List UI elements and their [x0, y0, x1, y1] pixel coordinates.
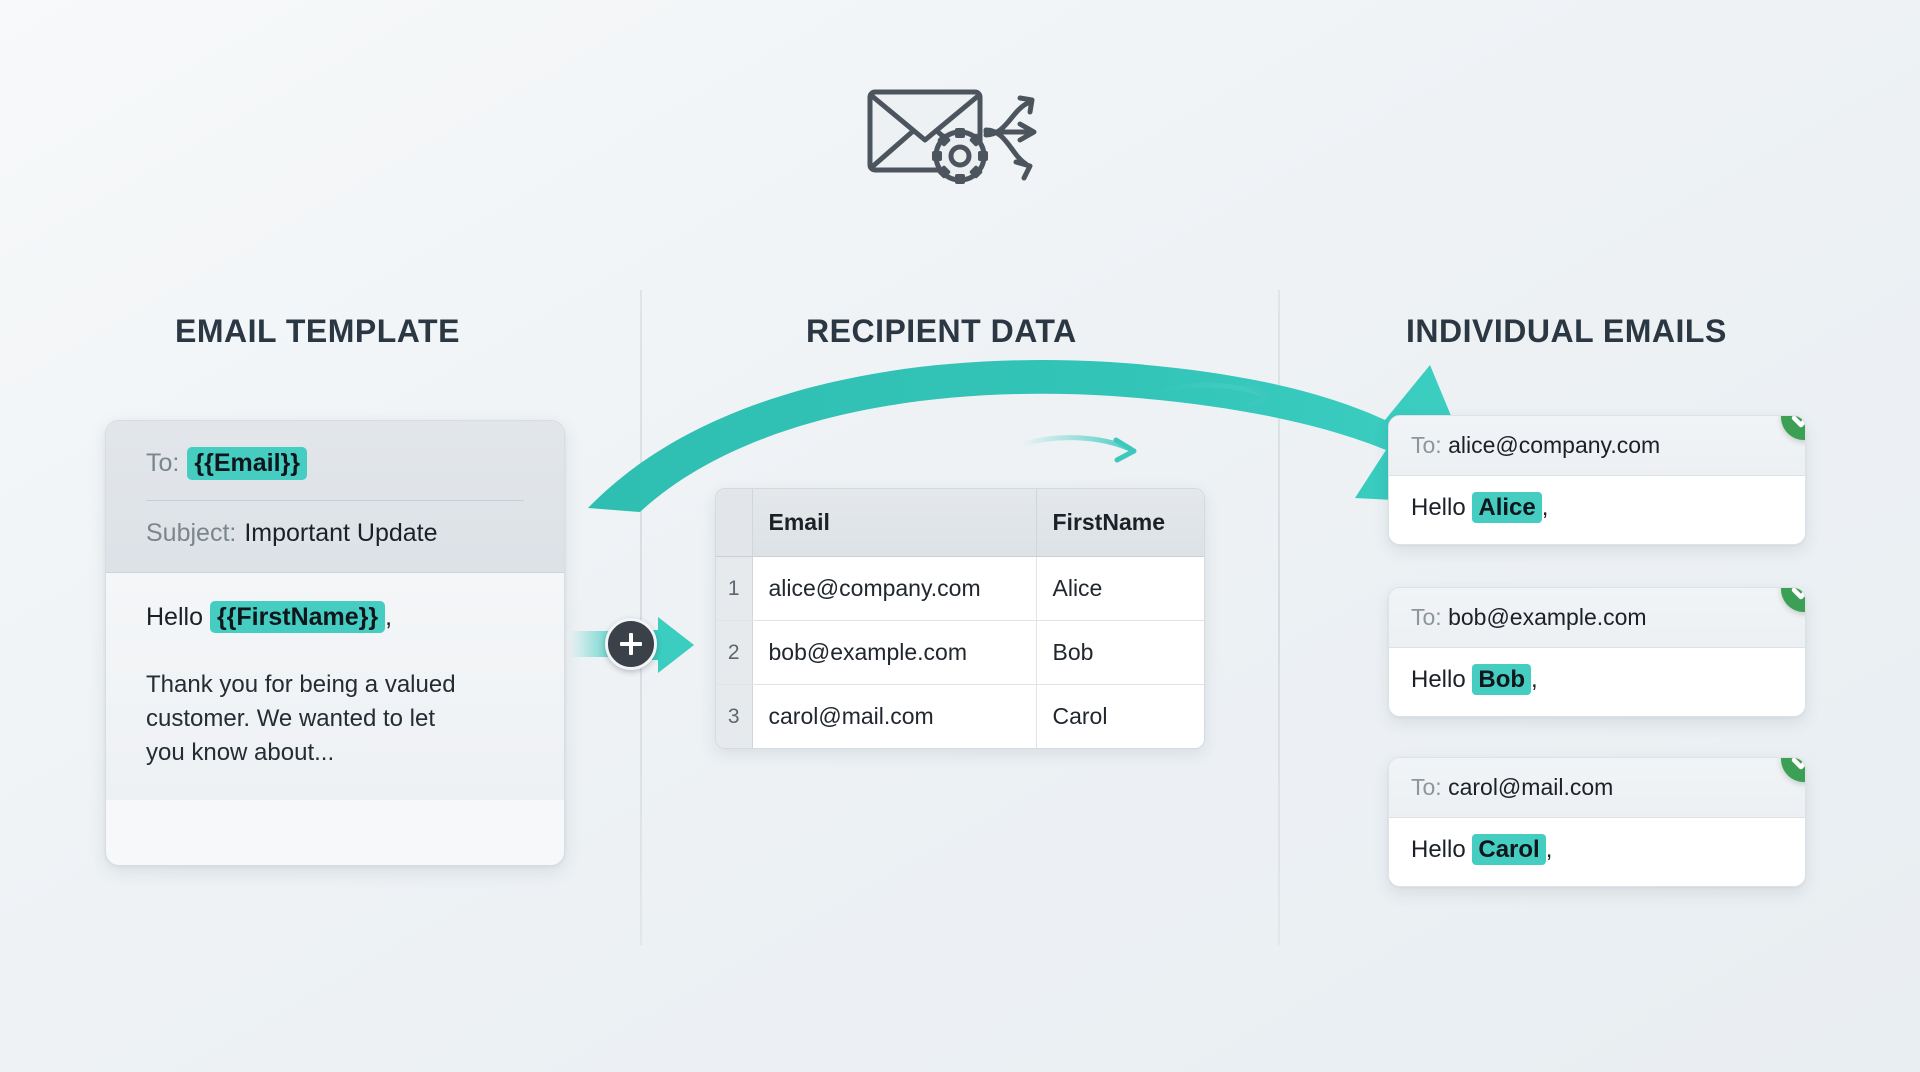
- template-subject-row: Subject: Important Update: [146, 519, 524, 548]
- sent-check-icon: [1781, 758, 1805, 782]
- heading-recipient-data: RECIPIENT DATA: [806, 313, 1077, 349]
- template-greeting: Hello {{FirstName}},: [146, 601, 524, 633]
- cell-firstname: Carol: [1036, 684, 1204, 748]
- email-greeting-suffix: ,: [1541, 494, 1549, 521]
- cell-email: carol@mail.com: [752, 684, 1037, 748]
- sent-check-icon: [1781, 588, 1805, 612]
- table-row[interactable]: 2 bob@example.com Bob: [716, 620, 1204, 685]
- plus-badge[interactable]: [605, 618, 657, 670]
- row-index: 3: [716, 684, 753, 748]
- email-template-header: To: {{Email}} Subject: Important Update: [106, 421, 564, 572]
- merge-connector: [570, 600, 710, 690]
- email-card-body: Hello Bob,: [1389, 648, 1805, 716]
- email-card-body: Hello Alice,: [1389, 476, 1805, 544]
- heading-email-template: EMAIL TEMPLATE: [175, 313, 460, 349]
- email-merged-name: Bob: [1472, 664, 1532, 695]
- email-to-label: To:: [1411, 604, 1442, 630]
- email-to-value: bob@example.com: [1448, 604, 1647, 630]
- column-header-index: [716, 489, 753, 557]
- email-to-value: carol@mail.com: [1448, 774, 1614, 800]
- individual-email-card[interactable]: To: alice@company.com Hello Alice,: [1388, 415, 1806, 545]
- cell-email: alice@company.com: [752, 556, 1037, 621]
- template-paragraph: Thank you for being a valued customer. W…: [146, 671, 456, 767]
- email-greeting-suffix: ,: [1531, 666, 1538, 693]
- email-to-value: alice@company.com: [1448, 432, 1661, 458]
- email-greeting-suffix: ,: [1545, 836, 1553, 863]
- column-divider-right: [1278, 290, 1280, 945]
- table-row[interactable]: 1 alice@company.com Alice: [716, 556, 1204, 621]
- table-header-row: Email FirstName: [716, 489, 1204, 557]
- cell-firstname: Alice: [1036, 556, 1204, 621]
- column-header-firstname: FirstName: [1036, 489, 1204, 557]
- column-divider-left: [640, 290, 642, 945]
- template-to-row: To: {{Email}}: [146, 447, 524, 480]
- template-divider: [146, 500, 524, 501]
- individual-email-card[interactable]: To: carol@mail.com Hello Carol,: [1388, 757, 1806, 887]
- template-subject-value: Important Update: [244, 519, 438, 547]
- email-greeting-prefix: Hello: [1411, 836, 1466, 863]
- email-card-header: To: alice@company.com: [1389, 416, 1805, 476]
- cell-email: bob@example.com: [752, 620, 1037, 685]
- individual-email-card[interactable]: To: bob@example.com Hello Bob,: [1388, 587, 1806, 717]
- email-template-card[interactable]: To: {{Email}} Subject: Important Update …: [105, 420, 565, 866]
- template-to-label: To:: [146, 449, 180, 477]
- table-row[interactable]: 3 carol@mail.com Carol: [716, 684, 1204, 748]
- email-to-label: To:: [1411, 774, 1442, 800]
- email-template-body: Hello {{FirstName}}, Thank you for being…: [106, 572, 564, 801]
- email-greeting-prefix: Hello: [1411, 666, 1466, 693]
- sent-check-icon: [1781, 416, 1805, 440]
- template-greeting-prefix: Hello: [146, 603, 203, 631]
- row-index: 2: [716, 620, 753, 685]
- email-card-body: Hello Carol,: [1389, 818, 1805, 886]
- email-merged-name: Alice: [1472, 492, 1542, 523]
- envelope-gear-distribute-icon: [860, 70, 1060, 190]
- email-card-header: To: bob@example.com: [1389, 588, 1805, 648]
- row-index: 1: [716, 556, 753, 621]
- email-to-label: To:: [1411, 432, 1442, 458]
- recipient-data-table[interactable]: Email FirstName 1 alice@company.com Alic…: [715, 488, 1205, 749]
- template-to-token: {{Email}}: [187, 447, 307, 480]
- cell-firstname: Bob: [1036, 620, 1204, 685]
- email-card-header: To: carol@mail.com: [1389, 758, 1805, 818]
- column-header-email: Email: [752, 489, 1037, 557]
- email-greeting-prefix: Hello: [1411, 494, 1466, 521]
- template-subject-label: Subject:: [146, 519, 237, 547]
- heading-individual-emails: INDIVIDUAL EMAILS: [1406, 313, 1727, 349]
- template-greeting-suffix: ,: [385, 603, 393, 631]
- template-firstname-token: {{FirstName}}: [209, 601, 386, 633]
- email-merged-name: Carol: [1472, 834, 1546, 865]
